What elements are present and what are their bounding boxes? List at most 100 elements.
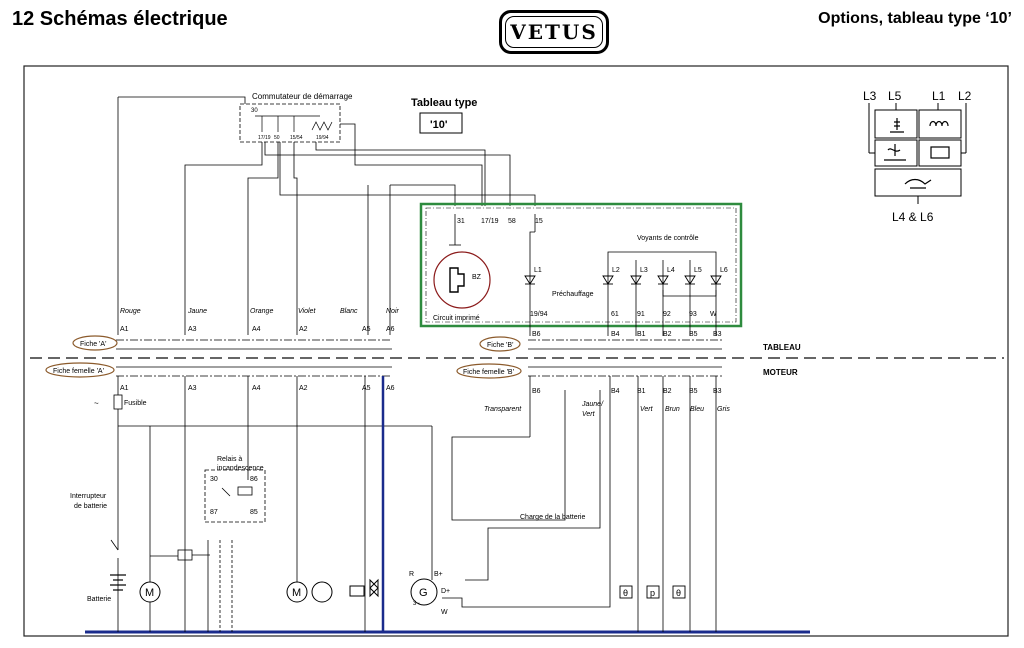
panel-type-value: '10' [430,119,448,131]
wire-jaune-vert-1: Jaune/ [581,401,604,408]
switch-wiring [117,96,536,335]
pins-b-bottom: B6 B4 B1 B2 B5 B3 [532,388,722,395]
legend-l5: L5 [888,89,902,103]
battery-charge-label: Charge de la batterie [520,514,585,521]
terminal-93: 93 [689,311,697,318]
lamp-l3-icon [630,275,642,285]
wire-colors-a: Rouge Jaune Orange Violet Blanc Noir [120,308,400,315]
lamp-l1-label: L1 [534,267,542,274]
oil-pressure-icon [904,178,932,189]
legend-l3: L3 [863,89,877,103]
lamp-l5-label: L5 [694,267,702,274]
diagram-frame [23,65,1009,637]
pcb-label: Circuit imprimé [433,315,480,322]
wire-gris: Gris [717,406,730,413]
battery-symbol-icon [110,574,126,591]
lamp-l5-icon [684,275,696,285]
wire-brun: Brun [665,406,680,413]
panel-type-label: Tableau type [411,97,477,109]
svg-text:~: ~ [94,399,99,408]
switch-terminal-17-19: 17/19 [258,135,271,141]
battery-label: Batterie [87,596,111,603]
switch-terminal-30: 30 [251,108,258,114]
pin-b4: B4 [611,331,620,338]
buzzer-icon [433,251,491,309]
battery-icon [930,146,950,159]
pin-a6: A6 [386,326,395,333]
relay-terminal-87: 87 [210,509,218,516]
wire-violet: Violet [298,308,316,315]
pin-a5-female: A5 [362,385,371,392]
terminal-17-19: 17/19 [481,218,499,225]
glow-plug-icon [929,120,949,127]
alt-terminal-w: W [441,609,448,616]
switch-terminal-50: 50 [274,135,280,141]
coolant-temp-icon [890,118,904,133]
panel-type-box [419,112,463,134]
pin-b1: B1 [637,331,646,338]
alt-three-phase: 3~ [413,601,420,607]
pin-b3-female: B3 [713,388,722,395]
lamp-l4-icon [657,275,669,285]
starter-motor-label: M [145,587,154,599]
pin-b3: B3 [713,331,722,338]
connector-labels: Fiche 'A' Fiche 'B' Fiche femelle 'A' Fi… [45,335,522,379]
sensor-symbols: θ p θ [623,588,681,598]
pcb-board [419,202,743,328]
tableau-label: TABLEAU [763,343,801,352]
alt-terminal-r: R [409,571,414,578]
alt-terminal-d-plus: D+ [441,588,450,595]
pcb-bottom-terminals: 19/94 61 91 92 93 W [530,311,717,318]
pin-a2-female: A2 [299,385,308,392]
warning-lights-label: Voyants de contrôle [637,235,699,242]
alt-terminal-b-plus: B+ [434,571,443,578]
fiche-a-label: Fiche 'A' [80,341,106,348]
wire-rouge: Rouge [120,308,141,315]
pin-a4: A4 [252,326,261,333]
fuel-pump-motor-icon [286,581,308,603]
relay-terminal-30: 30 [210,476,218,483]
temp-sensor-icon: θ [623,588,628,598]
valve-icon [369,578,379,598]
switch-terminal-15-54: 15/54 [290,135,303,141]
preheat-label: Préchauffage [552,291,594,298]
water-in-fuel-icon [884,144,906,161]
legend-l4-l6: L4 & L6 [892,210,934,224]
pin-a2: A2 [299,326,308,333]
wire-jaune: Jaune [187,308,207,315]
glow-relay-label-2: incandescence [217,465,264,472]
engine-wiring [110,376,717,632]
pins-a-bottom: A1 A3 A4 A2 A5 A6 [120,385,395,392]
lamp-legend: L3 L5 L1 L2 L4 & L6 [863,89,972,224]
lamp-l4-label: L4 [667,267,675,274]
alternator-label: G [419,587,428,599]
pin-a4-female: A4 [252,385,261,392]
pin-b1-female: B1 [637,388,646,395]
fiche-femelle-b-label: Fiche femelle 'B' [463,369,514,376]
buzzer-label: BZ [472,274,482,281]
pcb-top-terminals: 31 17/19 58 15 [457,218,543,225]
pin-b4-female: B4 [611,388,620,395]
pin-a1-female: A1 [120,385,129,392]
relay-terminal-85: 85 [250,509,258,516]
terminal-58: 58 [508,218,516,225]
legend-l1: L1 [932,89,946,103]
terminal-91: 91 [637,311,645,318]
lamp-l1-icon [524,275,536,285]
switch-terminal-19-94: 19/94 [316,135,329,141]
section-title: Options, tableau type ‘10’ [818,10,1012,27]
terminal-15: 15 [535,218,543,225]
terminal-w: W [710,311,717,318]
plug-connectors [116,339,722,377]
alternator-icon [410,578,438,606]
starter-motor-icon [139,581,161,603]
battery-switch-label-2: de batterie [74,503,107,510]
terminal-19-94: 19/94 [530,311,548,318]
glow-relay-label: Relais à [217,456,242,463]
pressure-sensor-icon: p [650,588,655,598]
wire-orange: Orange [250,308,273,315]
fuel-pump-motor-label: M [292,587,301,599]
buzzer-symbol-icon [449,267,465,293]
